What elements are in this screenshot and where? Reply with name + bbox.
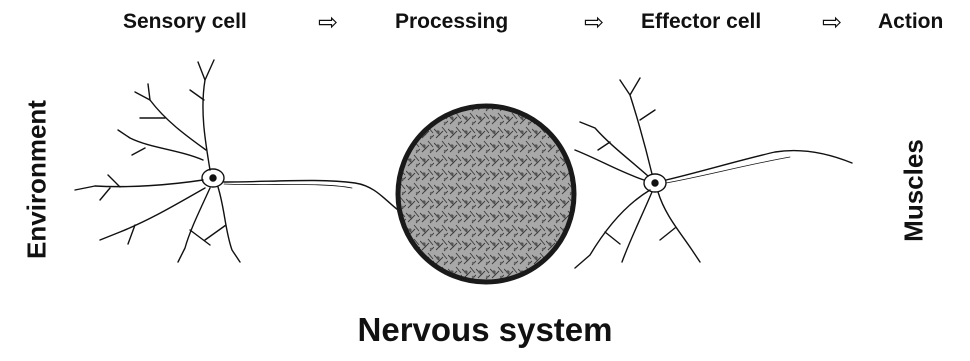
sensory-neuron	[75, 60, 398, 262]
nervous-system-label: Nervous system	[0, 311, 970, 349]
processing-circle	[398, 106, 574, 282]
effector-neuron	[575, 78, 852, 268]
